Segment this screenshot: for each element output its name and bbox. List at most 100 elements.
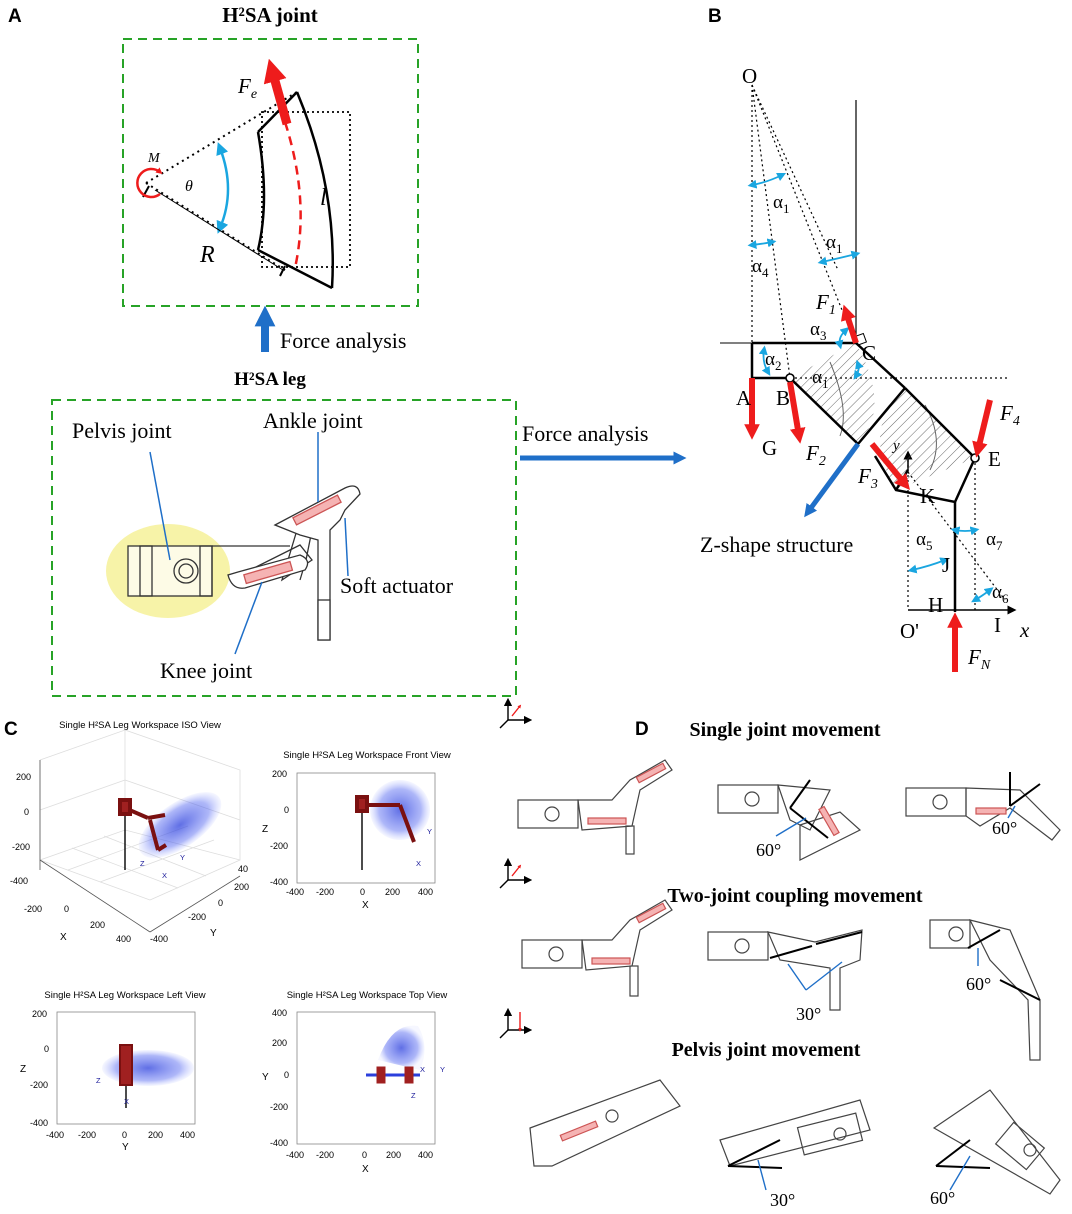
alpha2-marker [758,345,771,376]
svg-text:0: 0 [24,807,29,817]
front-axis-x: X [416,859,421,868]
panel-letter-b: B [708,6,722,27]
f4-label: F4 [999,401,1020,429]
link-c-d [855,342,906,389]
sector-top-ray [145,91,298,184]
svg-text:400: 400 [272,1008,287,1018]
pelvis-label: Pelvis joint [72,418,172,443]
svg-text:-200: -200 [30,1080,48,1090]
link-d-e [904,387,976,459]
svg-text:400: 400 [116,934,131,944]
f1-label: F1 [815,290,836,318]
iso-x-axis-line [39,859,151,933]
iso-ylabel: Y [210,928,217,939]
alpha6-marker [971,587,994,603]
top-xlabel: X [362,1164,369,1175]
force-f1 [840,304,859,344]
point-b: B [776,386,790,410]
pelvis-rib-2 [199,545,213,597]
o-to-b [751,84,791,379]
row2-title: Two-joint coupling movement [667,885,923,907]
iso-title: Single H²SA Leg Workspace ISO View [59,720,221,731]
lower-hatched-region [880,388,975,490]
left-view: Single H²SA Leg Workspace Left View 200 … [20,990,206,1153]
r-label: R [199,242,215,268]
svg-text:200: 200 [90,920,105,930]
svg-text:0: 0 [284,1070,289,1080]
link-k-e [873,455,977,504]
row1-angle2: 60° [992,818,1017,838]
svg-text:0: 0 [122,1130,127,1140]
moment-label: M [147,151,161,166]
d-row1-pose1 [717,784,862,861]
angle-markers [747,172,994,603]
o-to-c [751,84,857,346]
point-k: K [920,484,935,508]
alpha1-right-marker [817,250,861,266]
panel-letter-c: C [4,719,18,740]
svg-text:0: 0 [44,1044,49,1054]
coord-icon-3 [499,1007,533,1039]
front-xlabel: X [362,900,369,911]
svg-text:-400: -400 [286,1150,304,1160]
left-ticks: 200 0 -200 -400 -400 -200 0 200 400 [30,1009,195,1140]
top-axes-box [296,1011,436,1145]
r-tick-right [279,265,286,277]
point-i: I [994,613,1001,637]
soft-pointer [344,517,349,577]
force-fe-arrow [263,58,292,126]
front-axis-y: Y [427,827,432,836]
bounding-box-dotted [261,111,351,268]
svg-text:200: 200 [272,1038,287,1048]
panel-letter-a: A [8,6,22,27]
axis-x-label: x [1019,618,1030,642]
d-row1-drawings [517,759,1061,861]
d-row3-pose2 [719,1099,871,1167]
top-view: Single H²SA Leg Workspace Top View 400 2… [262,990,447,1175]
row1-title: Single joint movement [689,719,880,741]
svg-text:0: 0 [64,904,69,914]
svg-text:200: 200 [32,1009,47,1019]
leg-frame [51,399,517,697]
svg-text:-200: -200 [270,1102,288,1112]
d-row1-rest-pose [517,759,673,855]
iso-axis-z: Z [140,859,145,868]
row1-angle1: 60° [756,840,781,860]
d-row2-angle-lines [769,929,1041,1001]
left-axis-x: X [124,1097,129,1106]
d-row2-pointers [787,948,979,991]
k-diagonal [907,471,1006,601]
svg-text:-400: -400 [10,876,28,886]
svg-text:40: 40 [238,864,248,874]
point-a: A [736,386,752,410]
theta-arrow [216,142,230,234]
r-dimension-line [154,189,284,271]
svg-text:200: 200 [272,769,287,779]
pelvis-bolt-inner [178,563,194,579]
svg-text:0: 0 [218,898,223,908]
force-f3 [869,442,910,491]
force-analysis-right-label: Force analysis [522,421,648,446]
upper-hatched-region [790,343,875,444]
alpha1-upper-label: α1 [773,192,789,216]
force-analysis-up-label: Force analysis [280,328,406,353]
svg-text:400: 400 [418,887,433,897]
panel-letter-d: D [635,719,649,740]
knee-actuator [243,560,294,585]
coord-icon-1 [499,697,533,729]
top-title: Single H²SA Leg Workspace Top View [287,990,448,1001]
left-axes-box [56,1011,196,1125]
alpha4-label: α4 [752,256,769,280]
joint-b [785,373,795,383]
svg-text:-400: -400 [270,1138,288,1148]
svg-text:-400: -400 [150,934,168,944]
d-row1-pose2 [905,787,1061,841]
front-ylabel: Z [262,824,268,835]
alpha4-marker [747,238,777,250]
coord-icon-2 [499,857,533,889]
leg-title: H²SA leg [234,369,306,390]
f3-label: F3 [857,464,878,492]
svg-text:-200: -200 [270,841,288,851]
left-ylabel: Z [20,1064,26,1075]
